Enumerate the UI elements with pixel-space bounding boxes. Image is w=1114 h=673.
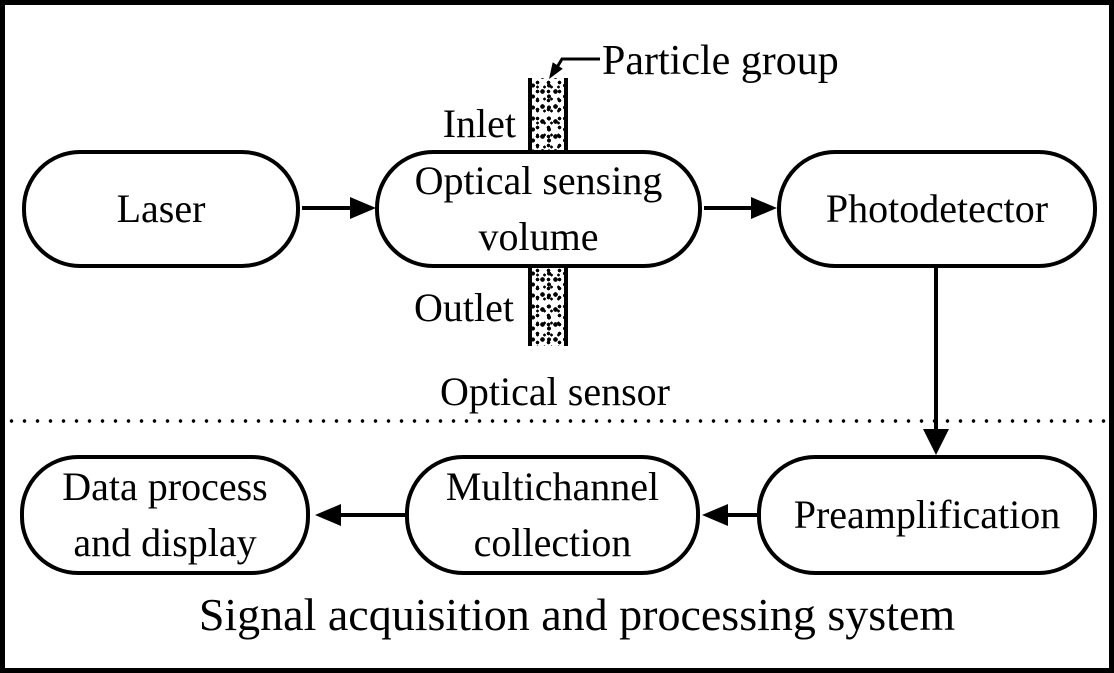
outlet-label: Outlet — [414, 285, 514, 330]
optical-sensor-section-label: Optical sensor — [440, 369, 670, 414]
node-laser: Laser — [22, 150, 300, 268]
node-optical-sensing-volume-label-line1: Optical sensing — [414, 158, 663, 203]
signal-section-caption: Signal acquisition and processing system — [198, 589, 956, 640]
arrow-laser-to-osv-line — [302, 206, 354, 210]
arrow-preamp-to-multichannel-line — [726, 513, 757, 517]
arrow-preamp-to-multichannel-head-icon — [702, 504, 728, 526]
node-preamplification-label: Preamplification — [793, 492, 1061, 537]
node-photodetector: Photodetector — [777, 150, 1097, 268]
node-data-process-and-display: Data process and display — [20, 455, 310, 575]
node-optical-sensing-volume-label-line2: volume — [478, 214, 599, 259]
node-multichannel-collection: Multichannel collection — [405, 455, 700, 575]
arrow-multichannel-to-dataprocess-line — [339, 513, 405, 517]
particle-channel-upper-segment — [528, 78, 568, 154]
arrow-multichannel-to-dataprocess-head-icon — [315, 504, 341, 526]
node-multichannel-label-line1: Multichannel — [445, 464, 660, 509]
arrow-osv-to-photodetector-head-icon — [751, 197, 777, 219]
arrow-laser-to-osv-head-icon — [350, 197, 376, 219]
node-data-process-label-line1: Data process — [62, 464, 268, 509]
node-preamplification: Preamplification — [757, 455, 1097, 575]
inlet-label: Inlet — [442, 101, 516, 146]
particle-group-leader-arrow-icon — [549, 57, 600, 79]
arrow-photodetector-to-preamp-line — [934, 268, 938, 431]
node-data-process-label-line2: and display — [73, 520, 257, 565]
node-photodetector-label: Photodetector — [825, 186, 1049, 231]
particle-channel-lower-segment — [528, 266, 568, 346]
section-divider-dotted-line — [5, 419, 1109, 423]
arrow-photodetector-to-preamp-head-icon — [923, 429, 949, 455]
node-optical-sensing-volume: Optical sensing volume — [375, 150, 702, 268]
particle-group-label: Particle group — [602, 38, 839, 84]
node-multichannel-label-line2: collection — [473, 520, 632, 565]
arrow-osv-to-photodetector-line — [704, 206, 755, 210]
node-laser-label: Laser — [116, 186, 206, 231]
